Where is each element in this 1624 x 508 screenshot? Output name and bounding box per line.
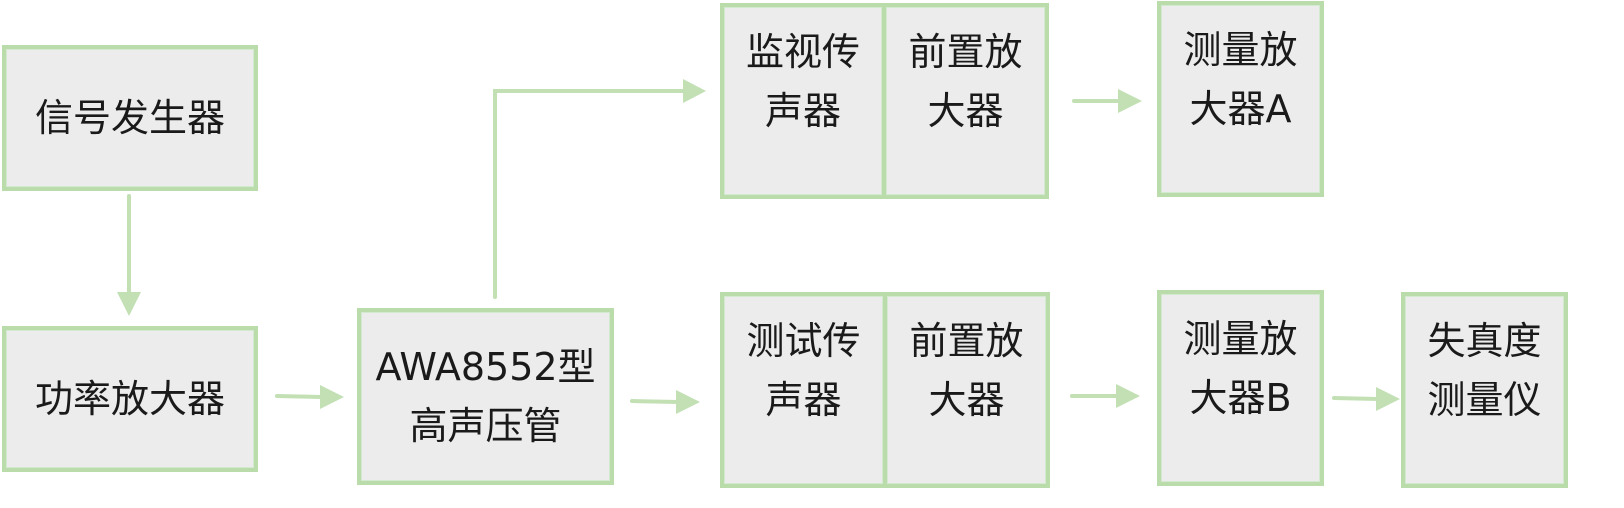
arrowhead-power-to-pipe [320, 385, 344, 409]
sound-pipe-box: AWA8552型 高声压管 [357, 308, 614, 485]
arrow-power-to-pipe [275, 394, 324, 399]
signal-generator-label: 信号发生器 [34, 95, 225, 140]
measure-amp-a-label: 测量放 大器A [1183, 28, 1298, 131]
test-preamp-label: 前置放 大器 [909, 319, 1024, 422]
arrowhead-pipe-to-monitor [683, 79, 706, 103]
test-sensor-label: 测试传 声器 [746, 319, 861, 422]
arrow-pipe-to-monitor [493, 89, 687, 299]
monitor-sensor-box: 监视传 声器 [720, 3, 886, 199]
sound-pipe-label: AWA8552型 高声压管 [375, 344, 596, 448]
signal-generator-box: 信号发生器 [2, 45, 258, 191]
arrowhead-signal-to-power [117, 292, 141, 316]
arrowhead-pipe-to-test [676, 390, 700, 414]
monitor-preamp-label: 前置放 大器 [908, 30, 1023, 133]
arrowhead-preamp-to-amp-b [1116, 384, 1140, 408]
test-preamp-box: 前置放 大器 [883, 292, 1050, 488]
monitor-preamp-box: 前置放 大器 [882, 3, 1049, 199]
arrowhead-preamp-to-amp-a [1118, 89, 1142, 113]
arrowhead-amp-b-to-meter [1376, 387, 1400, 411]
measure-amp-b-box: 测量放 大器B [1157, 290, 1324, 486]
power-amplifier-box: 功率放大器 [2, 326, 258, 472]
distortion-meter-box: 失真度 测量仪 [1401, 292, 1568, 488]
measure-amp-b-label: 测量放 大器B [1183, 317, 1298, 420]
arrow-pipe-to-test [630, 399, 680, 404]
test-sensor-box: 测试传 声器 [720, 292, 887, 488]
monitor-sensor-label: 监视传 声器 [745, 30, 860, 133]
measure-amp-a-box: 测量放 大器A [1157, 1, 1324, 197]
distortion-meter-label: 失真度 测量仪 [1427, 319, 1542, 422]
arrow-amp-b-to-meter [1332, 396, 1380, 401]
power-amplifier-label: 功率放大器 [34, 376, 225, 421]
